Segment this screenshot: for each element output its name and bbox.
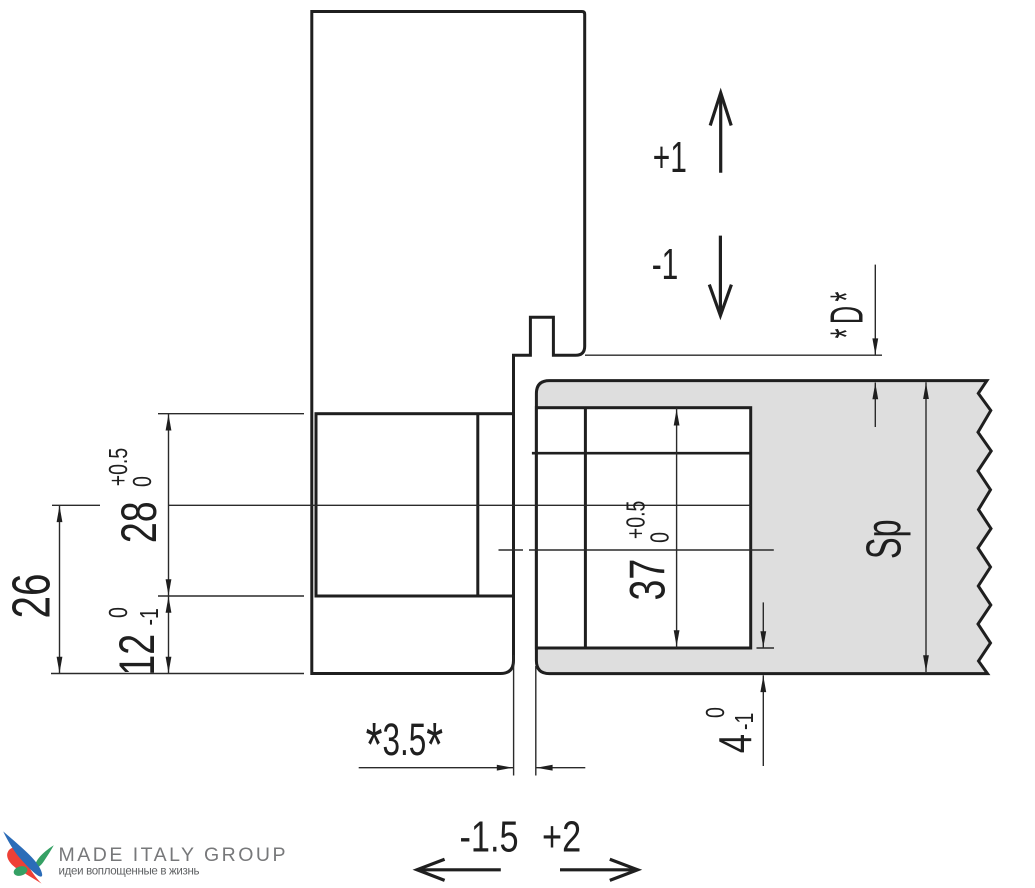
svg-text:+0.5: +0.5 <box>103 448 132 486</box>
svg-text:+2: +2 <box>542 812 581 861</box>
svg-text:-1: -1 <box>652 239 679 288</box>
svg-text:+0.5: +0.5 <box>621 501 650 539</box>
svg-text:37: 37 <box>620 559 675 601</box>
svg-text:-1.5: -1.5 <box>459 812 518 861</box>
svg-text:*D*: *D* <box>820 287 872 338</box>
svg-text:0: 0 <box>645 532 674 543</box>
svg-text:0: 0 <box>127 476 156 487</box>
svg-text:0: 0 <box>700 707 729 718</box>
svg-text:0: 0 <box>103 607 132 618</box>
svg-text:-1: -1 <box>134 608 163 625</box>
svg-text:+1: +1 <box>653 132 687 181</box>
svg-text:-1: -1 <box>729 713 758 730</box>
svg-text:*3.5*: *3.5* <box>366 711 444 779</box>
svg-text:идеи воплощенные в жизнь: идеи воплощенные в жизнь <box>59 866 200 878</box>
svg-text:26: 26 <box>2 573 62 618</box>
svg-text:MADE ITALY GROUP: MADE ITALY GROUP <box>59 844 286 866</box>
svg-text:Sp: Sp <box>856 519 911 559</box>
svg-text:28: 28 <box>112 501 167 543</box>
svg-text:12: 12 <box>110 634 165 676</box>
svg-text:4: 4 <box>709 734 761 753</box>
